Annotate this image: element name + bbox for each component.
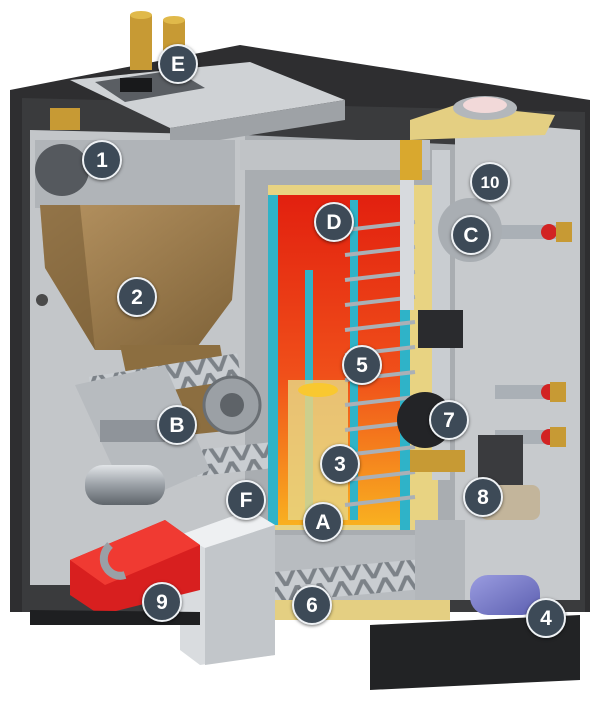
- control-box: [180, 510, 275, 665]
- callout-2: 2: [117, 277, 157, 317]
- callout-10: 10: [470, 162, 510, 202]
- air-blower: [415, 520, 540, 615]
- callout-8: 8: [463, 477, 503, 517]
- callout-9: 9: [142, 582, 182, 622]
- callout-7: 7: [429, 400, 469, 440]
- callout-4: 4: [526, 598, 566, 638]
- air-inlet: [35, 108, 89, 196]
- callout-e: E: [158, 44, 198, 84]
- callout-a: A: [303, 502, 343, 542]
- callout-d: D: [314, 202, 354, 242]
- callout-1: 1: [82, 140, 122, 180]
- vent-pipes: [130, 11, 185, 70]
- callout-3: 3: [320, 444, 360, 484]
- callout-b: B: [157, 405, 197, 445]
- feed-gearbox: [75, 365, 262, 505]
- callout-f: F: [226, 480, 266, 520]
- callout-c: C: [451, 215, 491, 255]
- flue-outlet: [410, 96, 555, 140]
- callout-5: 5: [342, 345, 382, 385]
- callout-6: 6: [292, 585, 332, 625]
